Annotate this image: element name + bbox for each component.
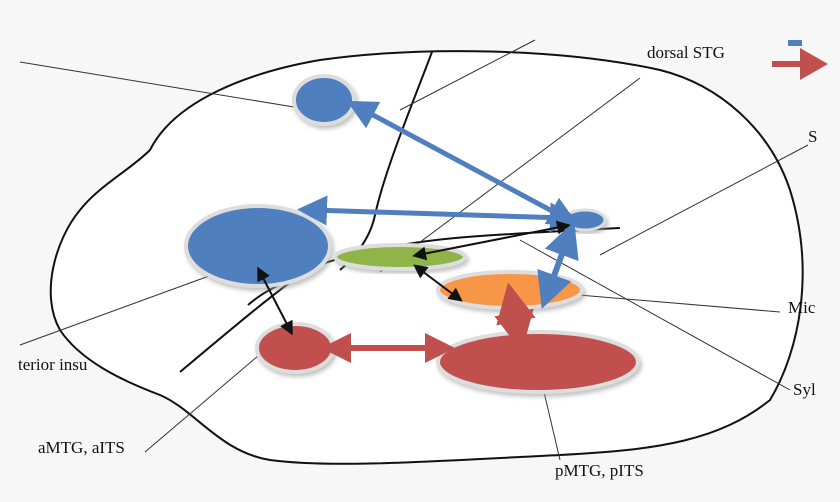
- leader-anterior-insula: [19, 271, 221, 346]
- region-blue-small: [563, 208, 607, 232]
- leader-amtg: [144, 349, 266, 453]
- label-superior-partial: S: [808, 127, 817, 146]
- region-red-large: [436, 330, 640, 394]
- label-anterior-insula-partial: terior insu: [18, 355, 88, 374]
- legend-blue-swatch-icon: [788, 40, 802, 46]
- label-sylvian-partial: Syl: [793, 380, 816, 399]
- arrow-blue-large-to-small: [297, 195, 580, 233]
- region-red-small: [255, 322, 335, 374]
- label-pmtg: pMTG, pITS: [555, 461, 644, 480]
- leader-superior: [599, 144, 809, 256]
- arrow-black-green-to-orange: [413, 264, 463, 302]
- label-middle-partial: Mic: [788, 298, 816, 317]
- arrow-red-large-to-orange: [494, 282, 536, 352]
- region-blue-top: [292, 74, 356, 126]
- region-blue-large: [184, 204, 332, 288]
- arrow-black-small-to-green: [412, 220, 571, 261]
- label-amtg: aMTG, aITS: [38, 438, 125, 457]
- leader-top-center: [399, 39, 536, 111]
- label-dorsal-stg: dorsal STG: [647, 43, 725, 62]
- leader-top-left: [19, 61, 301, 109]
- legend-red-arrowhead-icon: [800, 48, 828, 80]
- arrow-black-large-to-red: [257, 266, 293, 336]
